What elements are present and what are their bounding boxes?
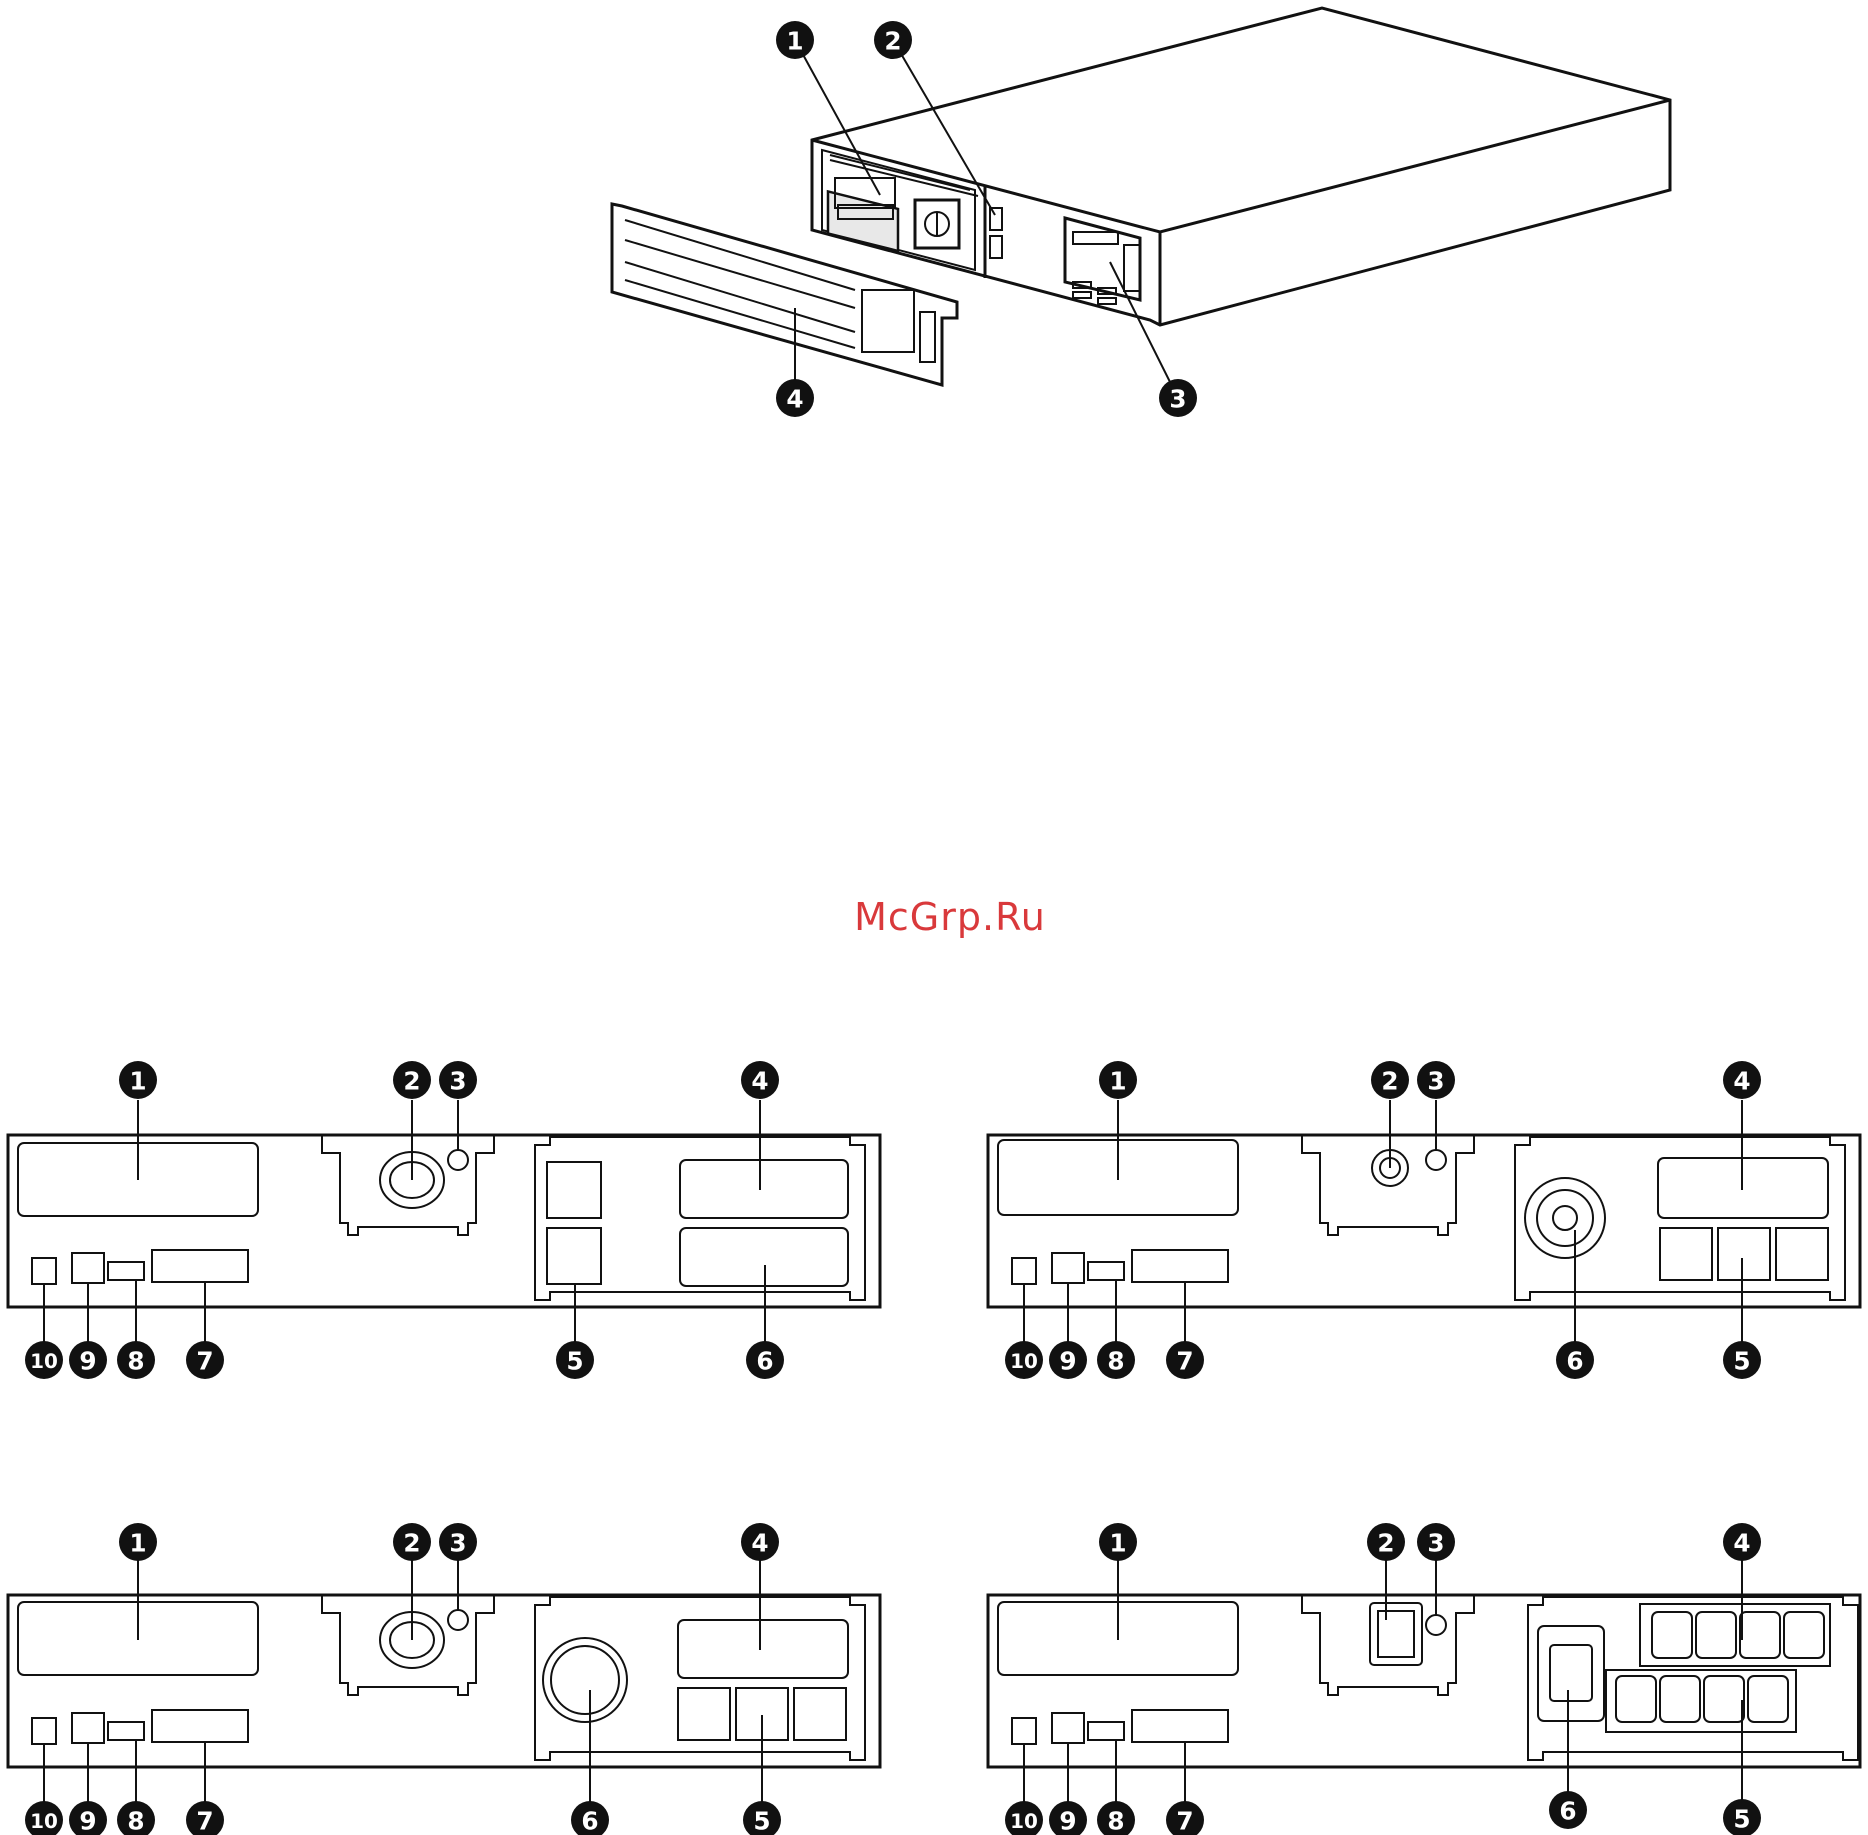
svg-text:2: 2 bbox=[1381, 1067, 1398, 1096]
callout-6: 6 bbox=[1549, 1791, 1587, 1829]
callout-2: 2 bbox=[1371, 1061, 1409, 1099]
callout-10: 10 bbox=[25, 1801, 63, 1835]
ups-isometric-view bbox=[612, 8, 1670, 398]
svg-text:4: 4 bbox=[751, 1529, 768, 1558]
svg-text:6: 6 bbox=[1559, 1797, 1576, 1826]
callout-4: 4 bbox=[776, 379, 814, 417]
svg-text:9: 9 bbox=[79, 1807, 96, 1835]
callout-3: 3 bbox=[1159, 379, 1197, 417]
svg-text:2: 2 bbox=[403, 1529, 420, 1558]
callout-5: 5 bbox=[1723, 1799, 1761, 1835]
svg-text:3: 3 bbox=[449, 1067, 466, 1096]
callout-10: 10 bbox=[25, 1341, 63, 1379]
callout-9: 9 bbox=[69, 1341, 107, 1379]
callout-7: 7 bbox=[1166, 1341, 1204, 1379]
svg-text:4: 4 bbox=[1733, 1067, 1750, 1096]
svg-text:6: 6 bbox=[756, 1347, 773, 1376]
callout-8: 8 bbox=[1097, 1341, 1135, 1379]
callout-1: 1 bbox=[776, 21, 814, 59]
callout-8: 8 bbox=[117, 1801, 155, 1835]
callout-3: 3 bbox=[1417, 1523, 1455, 1561]
callout-3: 3 bbox=[439, 1523, 477, 1561]
callout-3: 3 bbox=[439, 1061, 477, 1099]
callout-1: 1 bbox=[1099, 1523, 1137, 1561]
callout-6: 6 bbox=[1556, 1341, 1594, 1379]
callout-1: 1 bbox=[1099, 1061, 1137, 1099]
svg-text:4: 4 bbox=[1733, 1529, 1750, 1558]
svg-text:3: 3 bbox=[1169, 385, 1186, 414]
svg-text:7: 7 bbox=[196, 1807, 213, 1835]
svg-text:1: 1 bbox=[1109, 1067, 1126, 1096]
svg-text:2: 2 bbox=[884, 27, 901, 56]
rear-panel-d bbox=[988, 1560, 1860, 1820]
callout-4: 4 bbox=[741, 1523, 779, 1561]
callout-1: 1 bbox=[119, 1061, 157, 1099]
svg-text:7: 7 bbox=[1176, 1807, 1193, 1835]
svg-text:4: 4 bbox=[786, 385, 803, 414]
svg-text:10: 10 bbox=[1010, 1809, 1038, 1833]
svg-text:2: 2 bbox=[403, 1067, 420, 1096]
svg-text:9: 9 bbox=[79, 1347, 96, 1376]
callout-2: 2 bbox=[1367, 1523, 1405, 1561]
svg-text:5: 5 bbox=[1733, 1347, 1750, 1376]
callout-10: 10 bbox=[1005, 1341, 1043, 1379]
svg-text:1: 1 bbox=[786, 27, 803, 56]
callout-8: 8 bbox=[1097, 1801, 1135, 1835]
callout-10: 10 bbox=[1005, 1801, 1043, 1835]
svg-text:1: 1 bbox=[129, 1067, 146, 1096]
callout-6: 6 bbox=[571, 1801, 609, 1835]
callout-4: 4 bbox=[1723, 1061, 1761, 1099]
callout-4: 4 bbox=[1723, 1523, 1761, 1561]
svg-text:5: 5 bbox=[753, 1807, 770, 1835]
svg-text:4: 4 bbox=[751, 1067, 768, 1096]
callout-3: 3 bbox=[1417, 1061, 1455, 1099]
svg-text:1: 1 bbox=[1109, 1529, 1126, 1558]
callout-7: 7 bbox=[186, 1801, 224, 1835]
callout-5: 5 bbox=[556, 1341, 594, 1379]
callout-6: 6 bbox=[746, 1341, 784, 1379]
svg-text:7: 7 bbox=[196, 1347, 213, 1376]
callout-4: 4 bbox=[741, 1061, 779, 1099]
svg-text:2: 2 bbox=[1377, 1529, 1394, 1558]
callout-5: 5 bbox=[743, 1801, 781, 1835]
svg-text:5: 5 bbox=[566, 1347, 583, 1376]
svg-text:6: 6 bbox=[1566, 1347, 1583, 1376]
callout-7: 7 bbox=[186, 1341, 224, 1379]
callout-8: 8 bbox=[117, 1341, 155, 1379]
svg-text:9: 9 bbox=[1059, 1347, 1076, 1376]
svg-text:7: 7 bbox=[1176, 1347, 1193, 1376]
svg-text:8: 8 bbox=[127, 1807, 144, 1835]
callout-7: 7 bbox=[1166, 1801, 1204, 1835]
svg-text:10: 10 bbox=[30, 1809, 58, 1833]
callout-5: 5 bbox=[1723, 1341, 1761, 1379]
svg-text:9: 9 bbox=[1059, 1807, 1076, 1835]
rear-panel-b bbox=[988, 1100, 1860, 1360]
svg-text:5: 5 bbox=[1733, 1805, 1750, 1834]
svg-text:10: 10 bbox=[30, 1349, 58, 1373]
svg-text:1: 1 bbox=[129, 1529, 146, 1558]
svg-text:6: 6 bbox=[581, 1807, 598, 1835]
callout-9: 9 bbox=[69, 1801, 107, 1835]
svg-text:3: 3 bbox=[1427, 1529, 1444, 1558]
callout-1: 1 bbox=[119, 1523, 157, 1561]
callout-2: 2 bbox=[393, 1061, 431, 1099]
svg-text:10: 10 bbox=[1010, 1349, 1038, 1373]
callout-9: 9 bbox=[1049, 1341, 1087, 1379]
callout-9: 9 bbox=[1049, 1801, 1087, 1835]
rear-panel-c bbox=[8, 1560, 880, 1820]
svg-text:3: 3 bbox=[449, 1529, 466, 1558]
svg-text:3: 3 bbox=[1427, 1067, 1444, 1096]
rear-panel-a bbox=[8, 1100, 880, 1360]
svg-text:8: 8 bbox=[1107, 1807, 1124, 1835]
svg-text:8: 8 bbox=[1107, 1347, 1124, 1376]
callout-2: 2 bbox=[393, 1523, 431, 1561]
svg-text:8: 8 bbox=[127, 1347, 144, 1376]
callout-2: 2 bbox=[874, 21, 912, 59]
ups-chassis bbox=[812, 8, 1670, 325]
